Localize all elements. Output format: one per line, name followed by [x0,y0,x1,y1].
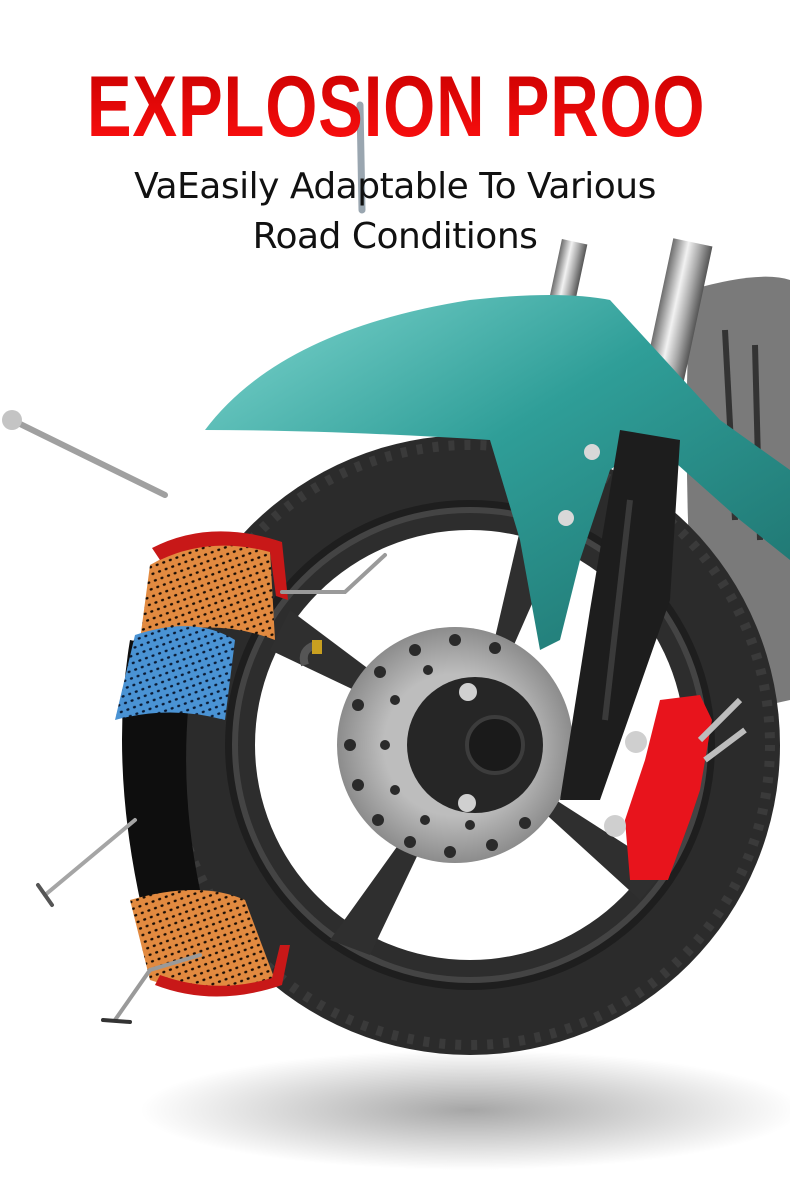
fork-leg [560,430,680,800]
brake-caliper [625,695,712,880]
subtitle: VaEasily Adaptable To Various Road Condi… [0,162,790,262]
ground-shadow [140,1050,790,1170]
nail-top [280,553,387,594]
layer-blue [115,626,235,720]
nail-bottom [113,953,202,1022]
headline: EXPLOSION PROOF TIRE [86,59,790,155]
fender [205,295,790,650]
nail-middle [43,818,137,897]
hub-bolt-top [459,683,477,701]
subtitle-line-1: VaEasily Adaptable To Various [134,166,656,207]
nails-and-screws [2,101,387,1024]
subtitle-line-2: Road Conditions [252,216,538,257]
rim-red-bottom [155,945,290,997]
screw-head-left [2,410,22,430]
layer-orange-top [140,542,275,640]
rim-red-top [152,531,288,600]
screw-top [356,101,366,214]
hub-bolt-bottom [458,794,476,812]
